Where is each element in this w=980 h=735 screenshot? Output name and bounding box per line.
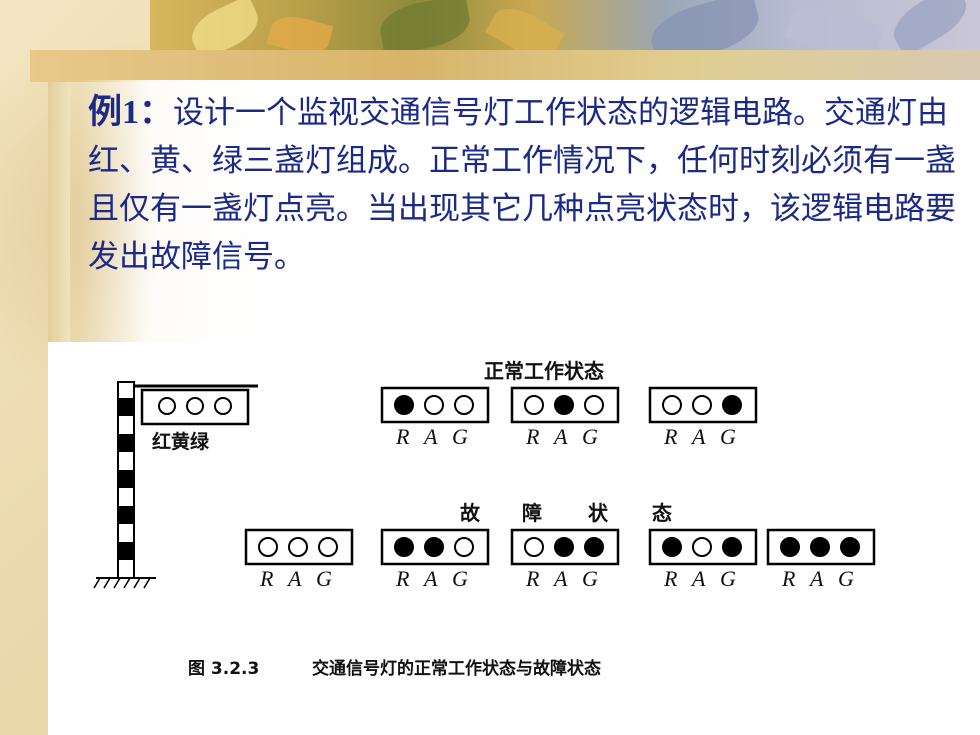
fault-lamp-label-2-3: G bbox=[452, 566, 468, 591]
figure-number: 图 3.2.3 bbox=[188, 659, 259, 679]
fault-lamp-4-1 bbox=[662, 537, 682, 557]
fault-lamp-3-2 bbox=[554, 537, 574, 557]
normal-lamp-3-1 bbox=[662, 395, 682, 415]
normal-lamp-3-2 bbox=[692, 395, 712, 415]
fault-lamp-label-5-1: R bbox=[781, 566, 796, 591]
fault-lamp-label-2-1: R bbox=[395, 566, 410, 591]
fault-lamp-3-1 bbox=[524, 537, 544, 557]
fault-lamp-1-1 bbox=[258, 537, 278, 557]
normal-lamp-label-1-2: A bbox=[422, 424, 438, 449]
example-label: 例1： bbox=[88, 92, 173, 132]
fault-lamp-1-3 bbox=[318, 537, 338, 557]
fault-title-char-4: 态 bbox=[652, 501, 672, 525]
normal-lamp-1-2 bbox=[424, 395, 444, 415]
fault-lamp-label-5-2: A bbox=[808, 566, 824, 591]
normal-state-title: 正常工作状态 bbox=[484, 359, 604, 383]
traffic-light-pole bbox=[93, 381, 258, 589]
normal-lamp-1-3 bbox=[454, 395, 474, 415]
fault-lamp-5-1 bbox=[780, 537, 800, 557]
fault-lamp-label-2-2: A bbox=[422, 566, 438, 591]
normal-lamp-2-3 bbox=[584, 395, 604, 415]
fault-lamp-2-1 bbox=[394, 537, 414, 557]
problem-statement: 例1：设计一个监视交通信号灯工作状态的逻辑电路。交通灯由红、黄、绿三盏灯组成。正… bbox=[88, 88, 958, 281]
fault-lamp-label-3-2: A bbox=[552, 566, 568, 591]
fault-lamp-label-4-1: R bbox=[663, 566, 678, 591]
fault-lamp-3-3 bbox=[584, 537, 604, 557]
normal-lamp-label-1-1: R bbox=[395, 424, 410, 449]
fault-lamp-label-4-3: G bbox=[720, 566, 736, 591]
fault-lamp-4-3 bbox=[722, 537, 742, 557]
figure-caption: 交通信号灯的正常工作状态与故障状态 bbox=[312, 658, 601, 679]
banner-strip bbox=[30, 50, 980, 82]
normal-lamp-1-1 bbox=[394, 395, 414, 415]
fault-lamp-label-3-1: R bbox=[525, 566, 540, 591]
fault-lamp-label-1-3: G bbox=[316, 566, 332, 591]
normal-lamp-2-1 bbox=[524, 395, 544, 415]
fault-title-char-3: 状 bbox=[588, 501, 609, 525]
fault-lamp-2-2 bbox=[424, 537, 444, 557]
fault-lamp-2-3 bbox=[454, 537, 474, 557]
fault-lamp-5-2 bbox=[810, 537, 830, 557]
fault-lamp-label-4-2: A bbox=[690, 566, 706, 591]
fault-title-char-1: 故 bbox=[460, 501, 481, 525]
fault-lamp-1-2 bbox=[288, 537, 308, 557]
pole-light-head bbox=[140, 388, 250, 426]
problem-text: 设计一个监视交通信号灯工作状态的逻辑电路。交通灯由红、黄、绿三盏灯组成。正常工作… bbox=[88, 95, 956, 275]
fault-lamp-label-3-3: G bbox=[582, 566, 598, 591]
problem-text-panel bbox=[78, 80, 980, 342]
normal-lamp-label-3-2: A bbox=[690, 424, 706, 449]
fault-lamp-label-1-2: A bbox=[286, 566, 302, 591]
normal-lamp-label-3-3: G bbox=[720, 424, 736, 449]
normal-lamp-label-2-3: G bbox=[582, 424, 598, 449]
fault-lamp-5-3 bbox=[840, 537, 860, 557]
normal-lamp-label-3-1: R bbox=[663, 424, 678, 449]
fault-lamp-label-1-1: R bbox=[259, 566, 274, 591]
pole-light-label: 红黄绿 bbox=[152, 430, 210, 453]
normal-lamp-2-2 bbox=[554, 395, 574, 415]
fault-lamp-label-5-3: G bbox=[838, 566, 854, 591]
normal-lamp-3-3 bbox=[722, 395, 742, 415]
fault-title-char-2: 障 bbox=[522, 501, 542, 525]
normal-lamp-label-2-1: R bbox=[525, 424, 540, 449]
fault-lamp-4-2 bbox=[692, 537, 712, 557]
normal-lamp-label-1-3: G bbox=[452, 424, 468, 449]
normal-lamp-label-2-2: A bbox=[552, 424, 568, 449]
